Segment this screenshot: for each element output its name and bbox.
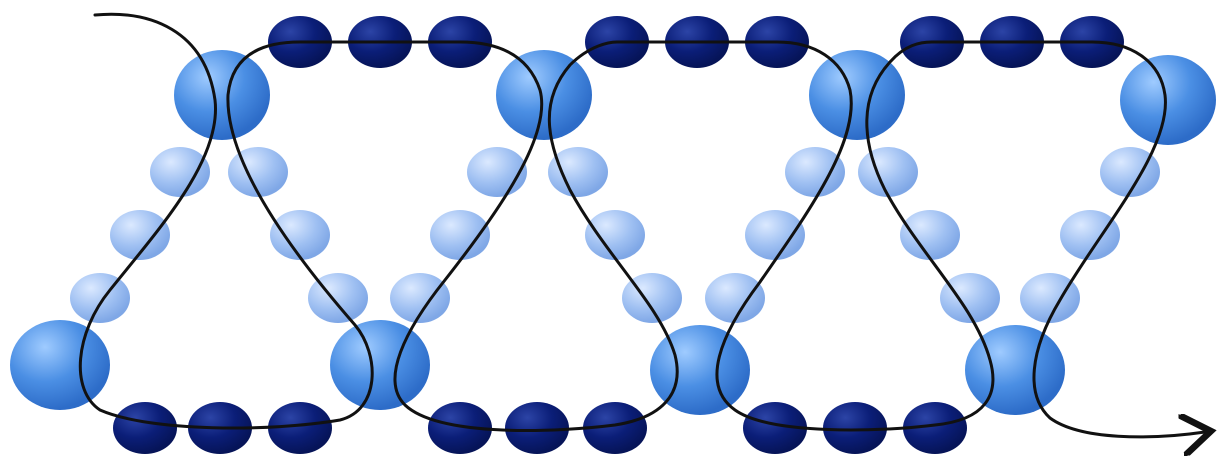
large-bead bbox=[1120, 55, 1216, 145]
light-bead bbox=[858, 147, 918, 197]
light-bead bbox=[705, 273, 765, 323]
large-bead bbox=[965, 325, 1065, 415]
light-bead bbox=[900, 210, 960, 260]
light-bead bbox=[270, 210, 330, 260]
large-bead bbox=[496, 50, 592, 140]
dark-bead bbox=[505, 402, 569, 454]
large-bead bbox=[174, 50, 270, 140]
dark-bead bbox=[113, 402, 177, 454]
light-bead bbox=[745, 210, 805, 260]
light-bead bbox=[785, 147, 845, 197]
large-bead bbox=[10, 320, 110, 410]
light-bead bbox=[228, 147, 288, 197]
light-bead bbox=[548, 147, 608, 197]
light-bead bbox=[430, 210, 490, 260]
large-bead bbox=[330, 320, 430, 410]
light-bead bbox=[150, 147, 210, 197]
light-bead bbox=[585, 210, 645, 260]
light-beads-layer bbox=[70, 147, 1160, 323]
light-bead bbox=[70, 273, 130, 323]
dark-bead bbox=[823, 402, 887, 454]
